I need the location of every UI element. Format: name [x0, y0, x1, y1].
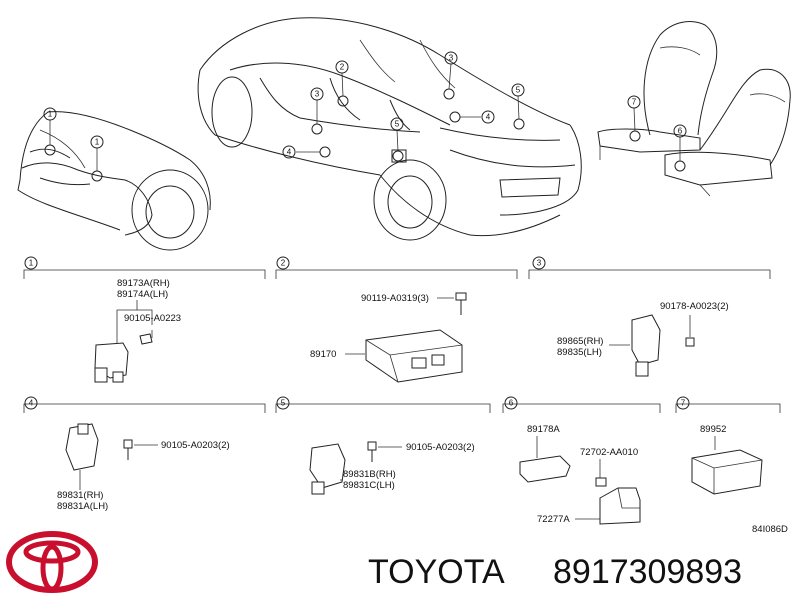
- part-number: 8917309893: [553, 553, 742, 591]
- brand-name: TOYOTA: [368, 553, 505, 591]
- sensor-point: [392, 150, 404, 162]
- sensor-point: [513, 118, 525, 130]
- callout-4: 4: [282, 145, 296, 159]
- svg-text:89178A: 89178A: [527, 424, 560, 435]
- sensor-point: [629, 130, 641, 142]
- svg-text:89173A(RH): 89173A(RH): [117, 278, 170, 289]
- svg-text:89174A(LH): 89174A(LH): [117, 289, 168, 300]
- svg-text:2: 2: [340, 63, 345, 72]
- svg-text:5: 5: [516, 86, 521, 95]
- svg-text:72702-AA010: 72702-AA010: [580, 447, 638, 458]
- svg-text:3: 3: [537, 259, 542, 268]
- svg-text:3: 3: [449, 54, 454, 63]
- sensor-point: [443, 88, 455, 100]
- svg-text:7: 7: [632, 98, 637, 107]
- callout-2: 2: [335, 60, 349, 74]
- svg-text:4: 4: [486, 113, 491, 122]
- svg-text:1: 1: [95, 138, 100, 147]
- sensor-point: [319, 146, 331, 158]
- svg-text:4: 4: [29, 399, 34, 408]
- svg-text:89831C(LH): 89831C(LH): [343, 480, 395, 491]
- sedan-drawing: [197, 17, 582, 241]
- callout-1: 1: [43, 107, 57, 121]
- svg-text:90105-A0203(2): 90105-A0203(2): [406, 442, 475, 453]
- svg-text:3: 3: [315, 90, 320, 99]
- svg-text:89865(RH): 89865(RH): [557, 336, 603, 347]
- callout-1: 1: [90, 135, 104, 149]
- diagram-code: 84I086D: [752, 524, 788, 535]
- svg-text:89831(RH): 89831(RH): [57, 490, 103, 501]
- toyota-logo: [6, 531, 98, 593]
- svg-text:1: 1: [29, 259, 34, 268]
- callout-3: 3: [310, 87, 324, 101]
- svg-text:89170: 89170: [310, 349, 336, 360]
- svg-text:7: 7: [681, 399, 686, 408]
- svg-text:89831A(LH): 89831A(LH): [57, 501, 108, 512]
- callout-3: 3: [444, 51, 458, 65]
- callout-6: 6: [673, 124, 687, 138]
- svg-text:90105-A0203(2): 90105-A0203(2): [161, 440, 230, 451]
- svg-text:89831B(RH): 89831B(RH): [343, 469, 396, 480]
- svg-text:4: 4: [287, 148, 292, 157]
- sensor-point: [449, 111, 461, 123]
- front-bumper-drawing: [17, 111, 211, 251]
- section-1: 1 89173A(RH) 89174A(LH) 90105-A0223: [23, 256, 266, 383]
- svg-text:89835(LH): 89835(LH): [557, 347, 602, 358]
- section-6: 6 89178A 72702-AA010 72277A: [502, 396, 661, 525]
- sensor-point: [311, 123, 323, 135]
- callout-5: 5: [390, 117, 404, 131]
- callout-7: 7: [627, 95, 641, 109]
- seats-drawing: [597, 21, 791, 197]
- svg-text:2: 2: [281, 259, 286, 268]
- svg-text:6: 6: [678, 127, 683, 136]
- section-3: 3 90178-A0023(2) 89865(RH) 89835(LH): [528, 256, 771, 377]
- sensor-point: [674, 160, 686, 172]
- section-5: 5 90105-A0203(2) 89831B(RH) 89831C(LH): [275, 396, 491, 495]
- svg-text:5: 5: [395, 120, 400, 129]
- callout-5: 5: [511, 83, 525, 97]
- svg-text:89952: 89952: [700, 424, 726, 435]
- svg-text:90178-A0023(2): 90178-A0023(2): [660, 301, 729, 312]
- svg-text:5: 5: [281, 399, 286, 408]
- svg-text:90119-A0319(3): 90119-A0319(3): [361, 293, 429, 304]
- svg-text:90105-A0223: 90105-A0223: [124, 313, 181, 324]
- section-2: 2 90119-A0319(3) 89170: [275, 256, 518, 383]
- svg-text:6: 6: [509, 399, 514, 408]
- callout-4: 4: [481, 110, 495, 124]
- svg-text:1: 1: [48, 110, 53, 119]
- section-7: 7 89952: [675, 396, 781, 495]
- section-4: 4 90105-A0203(2) 89831(RH) 89831A(LH): [23, 396, 266, 512]
- svg-text:72277A: 72277A: [537, 514, 570, 525]
